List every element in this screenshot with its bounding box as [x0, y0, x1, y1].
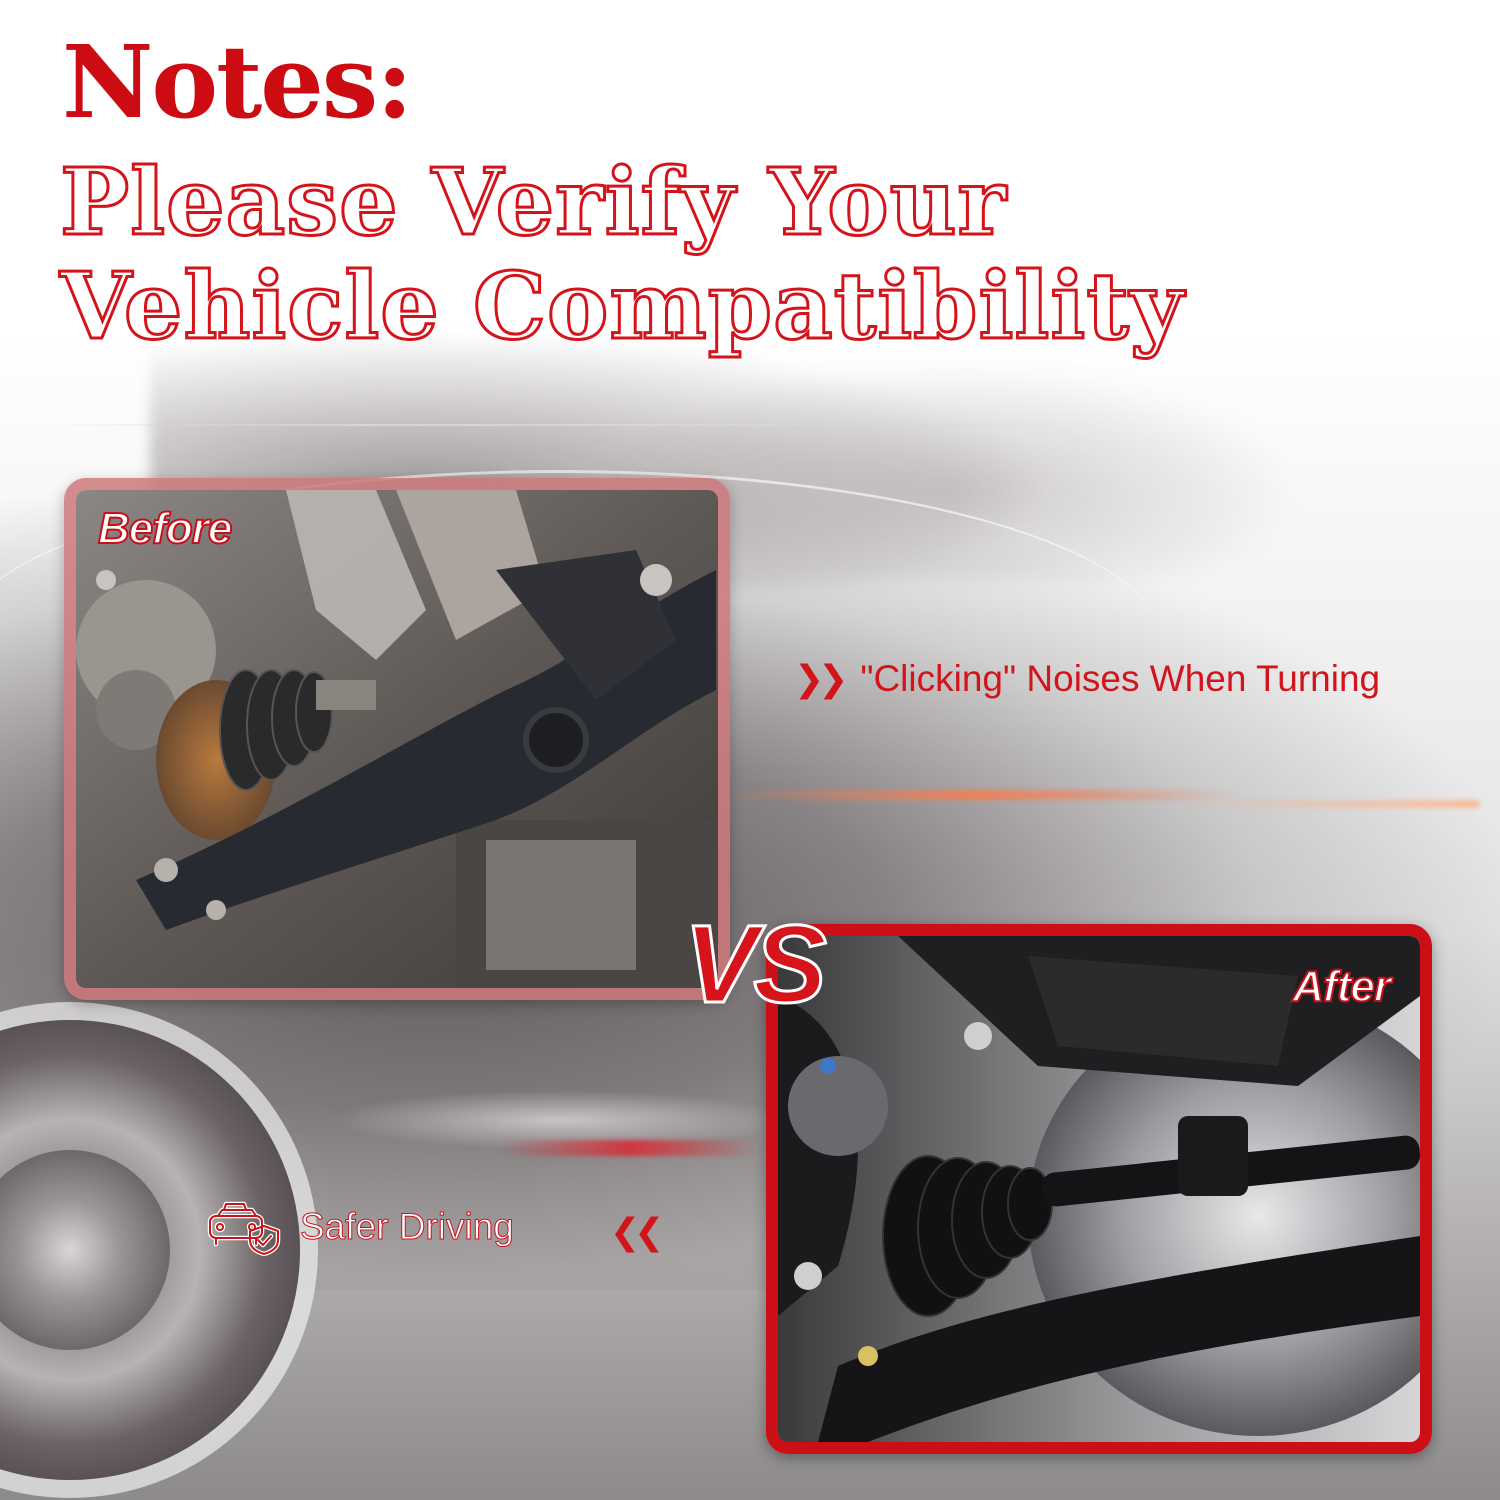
section-divider [40, 424, 1060, 426]
notes-heading: Notes: [62, 23, 413, 141]
after-label: After [1291, 961, 1392, 1012]
clicking-noise-text: "Clicking" Noises When Turning [860, 658, 1381, 699]
car-shield-icon [207, 1201, 281, 1256]
after-photo-frame: After [766, 924, 1432, 1454]
background-wheel-hub [0, 1150, 170, 1350]
double-chevron-left-icon: ❮❮ [610, 1212, 664, 1253]
before-photo-worn-suspension [76, 490, 718, 988]
double-chevron-right-icon: ❯❯ [794, 658, 848, 700]
before-label: Before [97, 503, 233, 554]
headline-line-1: Please Verify Your [58, 148, 1007, 256]
headline-line-2: Vehicle Compatibility [58, 252, 1185, 360]
safer-driving-callout: Safer Driving [206, 1198, 514, 1256]
safer-driving-text: Safer Driving [300, 1206, 515, 1248]
compatibility-headline: Please Verify Your Vehicle Compatibility [58, 148, 1185, 360]
after-photo-new-cv-axle [778, 936, 1420, 1442]
vs-badge: VS [683, 903, 829, 1026]
background-car-roofline [0, 470, 1160, 673]
background-light-streak [720, 790, 1240, 800]
background-light-streak [500, 1140, 760, 1156]
clicking-noise-callout: ❯❯ "Clicking" Noises When Turning [794, 658, 1380, 700]
background-light-streak [1180, 800, 1480, 808]
before-photo-frame: Before [64, 478, 730, 1000]
